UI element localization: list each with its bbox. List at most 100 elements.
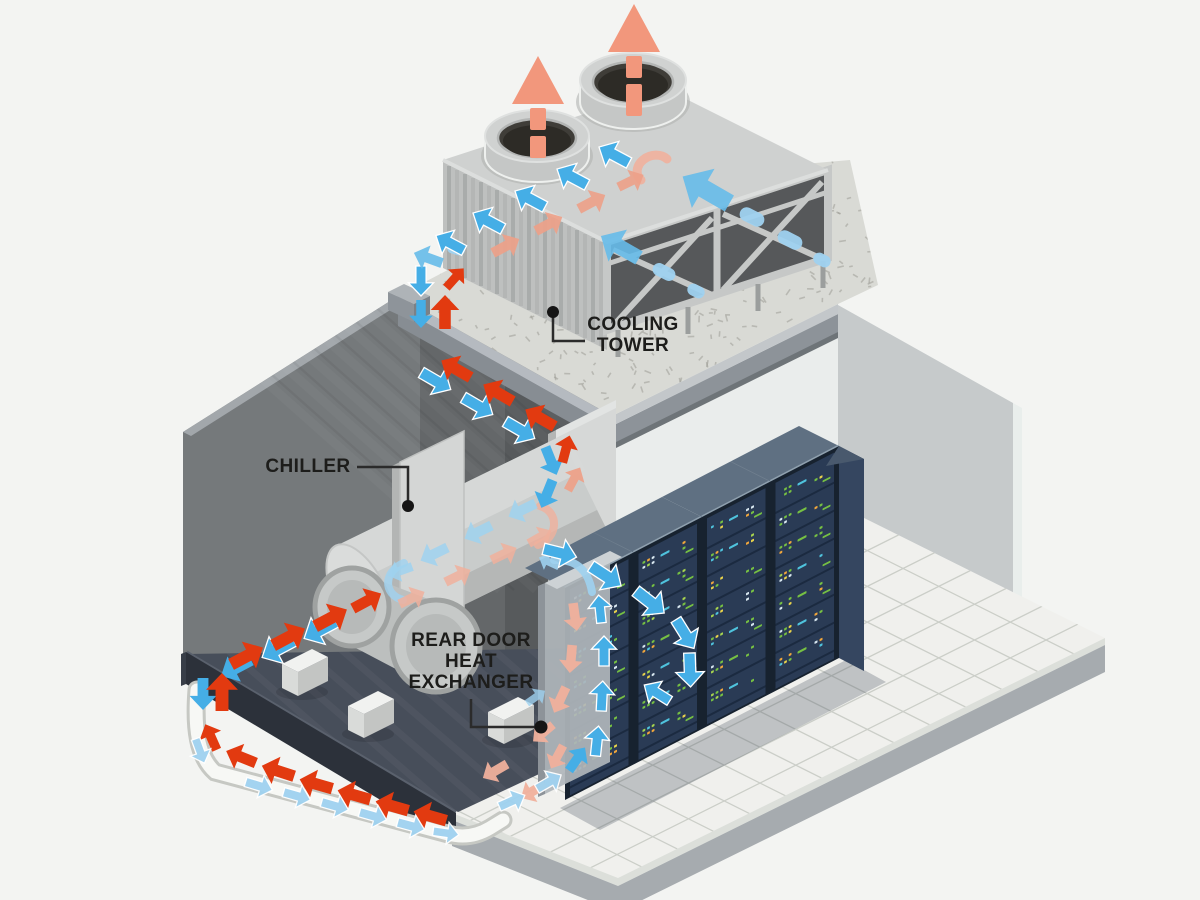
exhaust-stem [626,56,642,78]
led-dash [660,662,670,669]
led-dot [677,711,681,715]
led-dot [720,609,724,613]
led-dot [677,716,681,721]
speckle [867,228,871,234]
led-dash [660,634,670,641]
led-dot [746,653,749,657]
led-dot [814,505,818,510]
speckle [689,351,695,355]
led-dot [715,555,719,560]
led-dot [784,660,787,664]
flow-arrow [541,538,578,569]
rack-cabinet [702,481,771,729]
flow-arrow [188,736,213,765]
led-dot [642,705,646,709]
led-dot [819,525,823,530]
speckle [633,370,637,376]
speckle [858,160,864,161]
led-dot [784,632,787,636]
led-dot [682,568,686,573]
speckle [725,314,731,316]
led-dot [720,525,724,529]
speckle [628,358,634,362]
speckle [864,196,869,202]
led-dot [751,566,754,571]
led-dot [651,672,655,677]
led-dot [651,583,655,588]
speckle [513,322,518,327]
speckle [706,323,714,328]
speckle [629,339,632,347]
foot-top [282,649,328,672]
hot-air-exhaust-arrows [512,4,660,158]
flow-arrow [490,234,520,258]
led-dot [614,665,617,670]
speckle [638,329,645,336]
speckle [816,290,821,294]
led-dash [797,591,807,598]
tower-ribs [447,166,603,346]
flow-arrow [464,520,494,545]
foot-top [348,691,394,714]
speckle [654,333,657,341]
speckle [436,173,442,175]
led-dot [651,728,655,733]
led-dot [788,657,792,662]
roof-fascia-left-dark [398,307,612,446]
speckle [643,380,650,384]
flow-arrow [589,635,619,667]
led-dot [682,602,686,606]
flow-arrow [483,379,516,407]
texture-line [243,648,549,812]
flow-arrow [409,300,433,328]
rdhx-label-line1: REAR DOOR [411,630,531,651]
foot-side [364,699,394,738]
flow-arrow [555,435,578,464]
led-dot [682,574,686,578]
chiller-rear-plate-top [556,400,616,438]
x-brace [720,179,825,293]
led-dot [647,558,650,562]
cool-air-intake-dash [652,263,676,281]
speckle [417,241,424,245]
lattice-rail [606,189,829,267]
led-dot [788,540,792,545]
flow-arrow [682,168,734,212]
speckle [557,328,564,331]
cooling-tower-label: COOLING TOWER [587,314,678,356]
led-dot [642,649,646,653]
led-dot [711,670,714,674]
unit-divider [775,593,834,627]
hot-air-exhaust-arrow [512,56,564,104]
led-dot [647,670,650,674]
speckle [559,354,562,360]
flow-arrow [583,725,612,758]
led-dot [715,690,719,695]
led-dot [614,688,617,692]
speckle [581,383,587,391]
led-dot [642,700,646,704]
unit-divider [775,509,834,543]
hot-air-exhaust-arrow [608,4,660,52]
led-dot [751,505,754,509]
speckle [619,351,626,356]
flow-arrow [563,602,587,631]
led-dot [819,637,823,642]
speckle [837,211,841,215]
rack-shadow [560,660,886,830]
speckle [665,368,671,376]
led-dot [779,573,783,577]
flow-arrow [420,542,450,567]
led-dot [720,688,724,692]
led-dot [647,619,650,623]
flow-arrow [281,783,312,810]
pipe-bend [534,502,558,549]
led-dash [617,611,625,617]
led-dot [711,614,714,618]
led-dot [779,601,783,605]
led-dot [819,587,823,591]
speckle [832,203,836,210]
led-dash [797,619,807,626]
led-dot [788,484,792,489]
led-dot [682,546,686,550]
